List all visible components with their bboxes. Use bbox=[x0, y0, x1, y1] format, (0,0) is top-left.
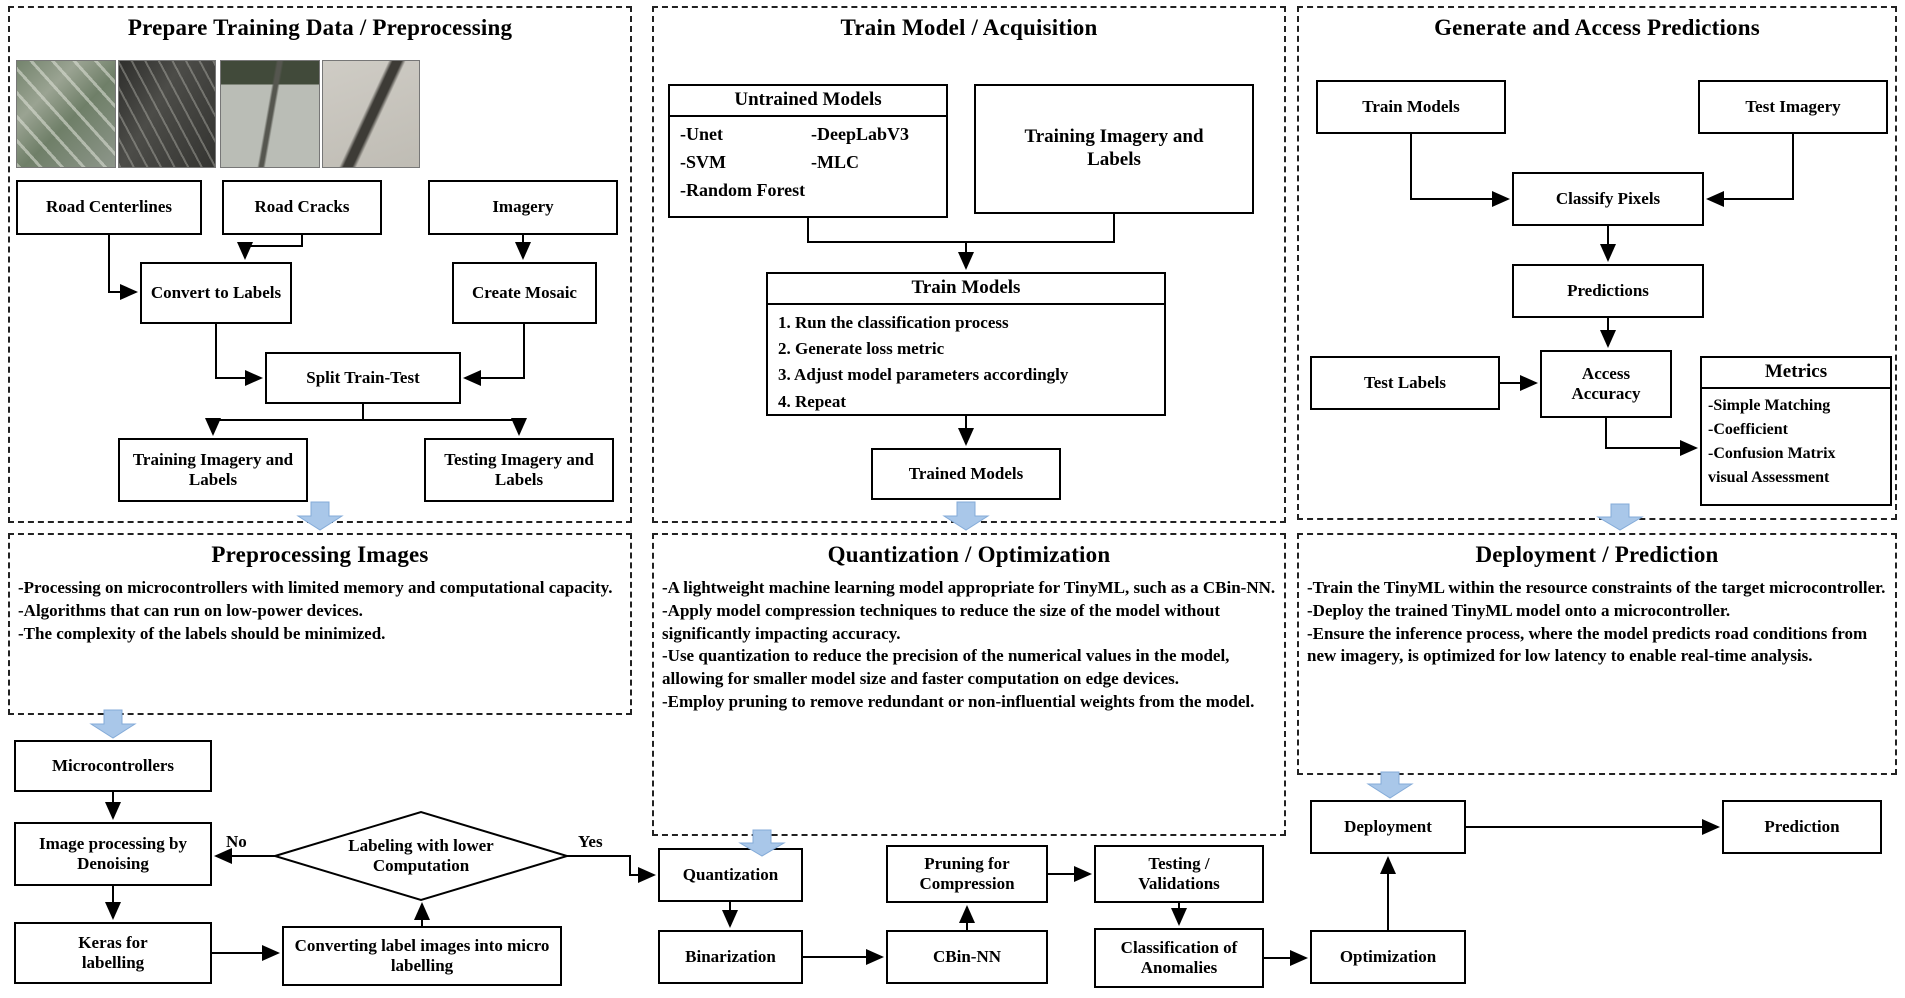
road-with-crack-image bbox=[220, 60, 320, 168]
bullet-item: -A lightweight machine learning model ap… bbox=[662, 578, 1276, 597]
labeling-decision-label: Labeling with lower Computation bbox=[348, 835, 494, 875]
train-models-steps: 1. Run the classification process 2. Gen… bbox=[768, 305, 1164, 415]
keras-labelling-node: Keras for labelling bbox=[14, 922, 212, 984]
metrics-box: Metrics -Simple Matching -Coefficient -C… bbox=[1700, 356, 1892, 506]
test-labels-node: Test Labels bbox=[1310, 356, 1500, 410]
train-models-box: Train Models 1. Run the classification p… bbox=[766, 272, 1166, 416]
training-imagery-labels-node: Training Imagery and Labels bbox=[118, 438, 308, 502]
list-item: -Unet bbox=[680, 123, 723, 144]
list-item: 2. Generate loss metric bbox=[778, 339, 945, 359]
list-item: -MLC bbox=[811, 151, 859, 172]
classification-anomalies-node: Classification of Anomalies bbox=[1094, 928, 1264, 988]
bullet-item: -Processing on microcontrollers with lim… bbox=[18, 578, 613, 597]
image-processing-denoising-node: Image processing by Denoising bbox=[14, 822, 212, 886]
list-item: -Confusion Matrix bbox=[1708, 444, 1836, 462]
bullet-item: -Use quantization to reduce the precisio… bbox=[662, 646, 1230, 689]
panel-title: Prepare Training Data / Preprocessing bbox=[127, 15, 513, 40]
bullet-item: -The complexity of the labels should be … bbox=[18, 623, 386, 643]
bullet-item: -Employ pruning to remove redundant or n… bbox=[662, 691, 1255, 711]
classify-pixels-node: Classify Pixels bbox=[1512, 172, 1704, 226]
metrics-header: Metrics bbox=[1702, 358, 1890, 389]
list-item: -Coefficient bbox=[1708, 420, 1788, 438]
optimization-node: Optimization bbox=[1310, 930, 1466, 984]
converting-label-images-node: Converting label images into micro label… bbox=[282, 926, 562, 986]
panel-title: Preprocessing Images bbox=[211, 542, 429, 567]
predictions-node: Predictions bbox=[1512, 264, 1704, 318]
road-cracks-node: Road Cracks bbox=[222, 180, 382, 235]
untrained-models-header: Untrained Models bbox=[670, 86, 946, 117]
preprocessing-notes: -Processing on microcontrollers with lim… bbox=[18, 577, 618, 645]
list-item: -DeepLabV3 bbox=[811, 123, 909, 144]
train-models-header: Train Models bbox=[768, 274, 1164, 305]
panel-title: Train Model / Acquisition bbox=[840, 15, 1098, 40]
panel-quantization-optimization: Quantization / Optimization bbox=[652, 533, 1286, 836]
train-models-node: Train Models bbox=[1316, 80, 1506, 134]
deployment-notes: -Train the TinyML within the resource co… bbox=[1307, 577, 1889, 668]
deployment-node: Deployment bbox=[1310, 800, 1466, 854]
convert-to-labels-node: Convert to Labels bbox=[140, 262, 292, 324]
binarization-node: Binarization bbox=[658, 930, 803, 984]
panel-title: Deployment / Prediction bbox=[1475, 542, 1719, 567]
aerial-roads-image bbox=[16, 60, 116, 168]
list-item: -Simple Matching bbox=[1708, 396, 1831, 414]
microcontrollers-node: Microcontrollers bbox=[14, 740, 212, 792]
panel-preprocessing-images: Preprocessing Images bbox=[8, 533, 632, 715]
no-edge-label: No bbox=[226, 832, 247, 851]
trained-models-node: Trained Models bbox=[871, 448, 1061, 500]
list-item: visual Assessment bbox=[1708, 468, 1830, 486]
bullet-item: -Ensure the inference process, where the… bbox=[1307, 623, 1868, 666]
panel-deployment-prediction: Deployment / Prediction bbox=[1297, 533, 1897, 775]
bullet-item: -Train the TinyML within the resource co… bbox=[1307, 578, 1886, 597]
testing-imagery-labels-node: Testing Imagery and Labels bbox=[424, 438, 614, 502]
road-centerlines-node: Road Centerlines bbox=[16, 180, 202, 235]
untrained-models-box: Untrained Models -Unet -SVM -Random Fore… bbox=[668, 84, 948, 218]
yes-edge-label: Yes bbox=[578, 832, 603, 851]
panel-title: Quantization / Optimization bbox=[827, 542, 1111, 567]
create-mosaic-node: Create Mosaic bbox=[452, 262, 597, 324]
bullet-item: -Algorithms that can run on low-power de… bbox=[18, 600, 363, 620]
list-item: -Random Forest bbox=[680, 179, 806, 200]
quantization-notes: -A lightweight machine learning model ap… bbox=[662, 577, 1276, 714]
metrics-list: -Simple Matching -Coefficient -Confusion… bbox=[1702, 389, 1890, 490]
test-imagery-node: Test Imagery bbox=[1698, 80, 1888, 134]
panel-title: Generate and Access Predictions bbox=[1434, 15, 1760, 40]
training-imagery-labels-box: Training Imagery and Labels bbox=[974, 84, 1254, 214]
asphalt-cracks-image bbox=[118, 60, 216, 168]
bullet-item: -Apply model compression techniques to r… bbox=[662, 600, 1220, 643]
bullet-item: -Deploy the trained TinyML model onto a … bbox=[1307, 600, 1731, 620]
cbin-nn-node: CBin-NN bbox=[886, 930, 1048, 984]
access-accuracy-node: Access Accuracy bbox=[1540, 350, 1672, 418]
list-item: -SVM bbox=[680, 151, 726, 172]
prediction-node: Prediction bbox=[1722, 800, 1882, 854]
split-train-test-node: Split Train-Test bbox=[265, 352, 461, 404]
testing-validations-node: Testing / Validations bbox=[1094, 845, 1264, 903]
list-item: 3. Adjust model parameters accordingly bbox=[778, 365, 1069, 385]
imagery-node: Imagery bbox=[428, 180, 618, 235]
crack-closeup-image bbox=[322, 60, 420, 168]
pruning-compression-node: Pruning for Compression bbox=[886, 845, 1048, 903]
flow-down-arrow-icon bbox=[1366, 771, 1414, 799]
list-item: 1. Run the classification process bbox=[778, 312, 1009, 332]
untrained-models-list: -Unet -SVM -Random Forest -DeepLabV3 -ML… bbox=[670, 117, 946, 205]
quantization-node: Quantization bbox=[658, 848, 803, 902]
list-item: 4. Repeat bbox=[778, 391, 846, 411]
